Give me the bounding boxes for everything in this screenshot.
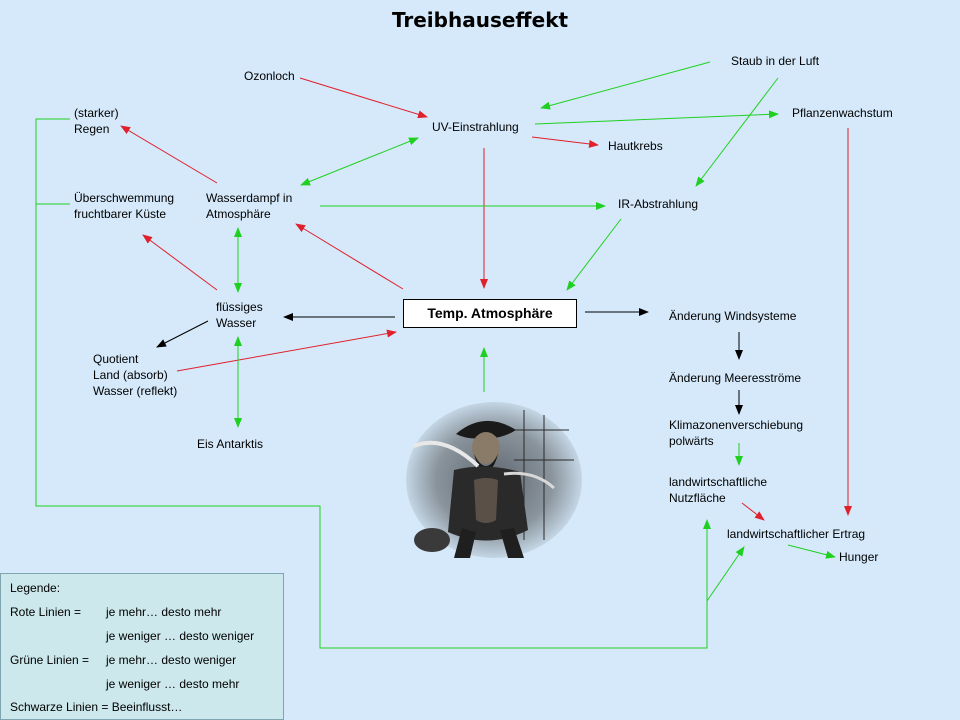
legend-red-label: Rote Linien = [10,605,82,619]
legend-box: Legende: Rote Linien = je mehr… desto me… [0,573,284,720]
legend-black-line: Schwarze Linien = Beeinflusst… [10,700,183,714]
legend-heading: Legende: [10,581,61,595]
arrow-ir-temp [566,218,622,291]
diagram-title: Treibhauseffekt [391,8,569,32]
arrow-fluessig-ueberschwemmung [142,234,218,291]
legend-green-label: Grüne Linien = [10,653,90,667]
node-hunger: Hunger [839,550,879,564]
pirate-illustration-icon [404,400,584,560]
node-staub: Staub in der Luft [731,54,820,68]
arrow-staub-uv [540,61,711,110]
legend-green-line1: je mehr… desto weniger [106,653,237,667]
node-ir: IR-Abstrahlung [618,197,699,211]
legend-red-line2: je weniger … desto weniger [106,629,255,643]
arrow-uv-hautkrebs [531,136,599,148]
arrow-fluessig-quotient [156,320,209,348]
arrow-uv-wasserdampf [300,137,419,186]
arrow-ertrag-hunger [787,544,836,559]
node-uv: UV-Einstrahlung [432,120,519,134]
node-temp-atmosphaere: Temp. Atmosphäre [403,299,577,328]
node-pflanzen: Pflanzenwachstum [792,106,893,120]
arrow-regen-nutz [35,118,711,649]
node-regen: (starker)Regen [74,106,119,136]
arrow-line-ertrag [706,546,745,602]
node-ozonloch: Ozonloch [244,69,295,83]
arrow-temp-wasserdampf [295,223,404,290]
arrow-quotient-temp [176,329,397,372]
arrow-nutz-ertrag [741,502,765,521]
node-hautkrebs: Hautkrebs [608,139,663,153]
node-meer: Änderung Meeresströme [669,371,802,385]
node-ertrag: landwirtschaftlicher Ertrag [727,527,866,541]
legend-red-line1: je mehr… desto mehr [106,605,222,619]
node-eis: Eis Antarktis [197,437,264,451]
arrow-staub-ir [695,77,779,187]
arrow-uv-pflanzen [534,110,779,125]
legend-green-line2: je weniger … desto mehr [106,677,240,691]
node-wind: Änderung Windsysteme [669,309,797,323]
arrow-wasserdampf-regen [120,125,218,184]
arrow-ozonloch-uv [299,77,428,119]
